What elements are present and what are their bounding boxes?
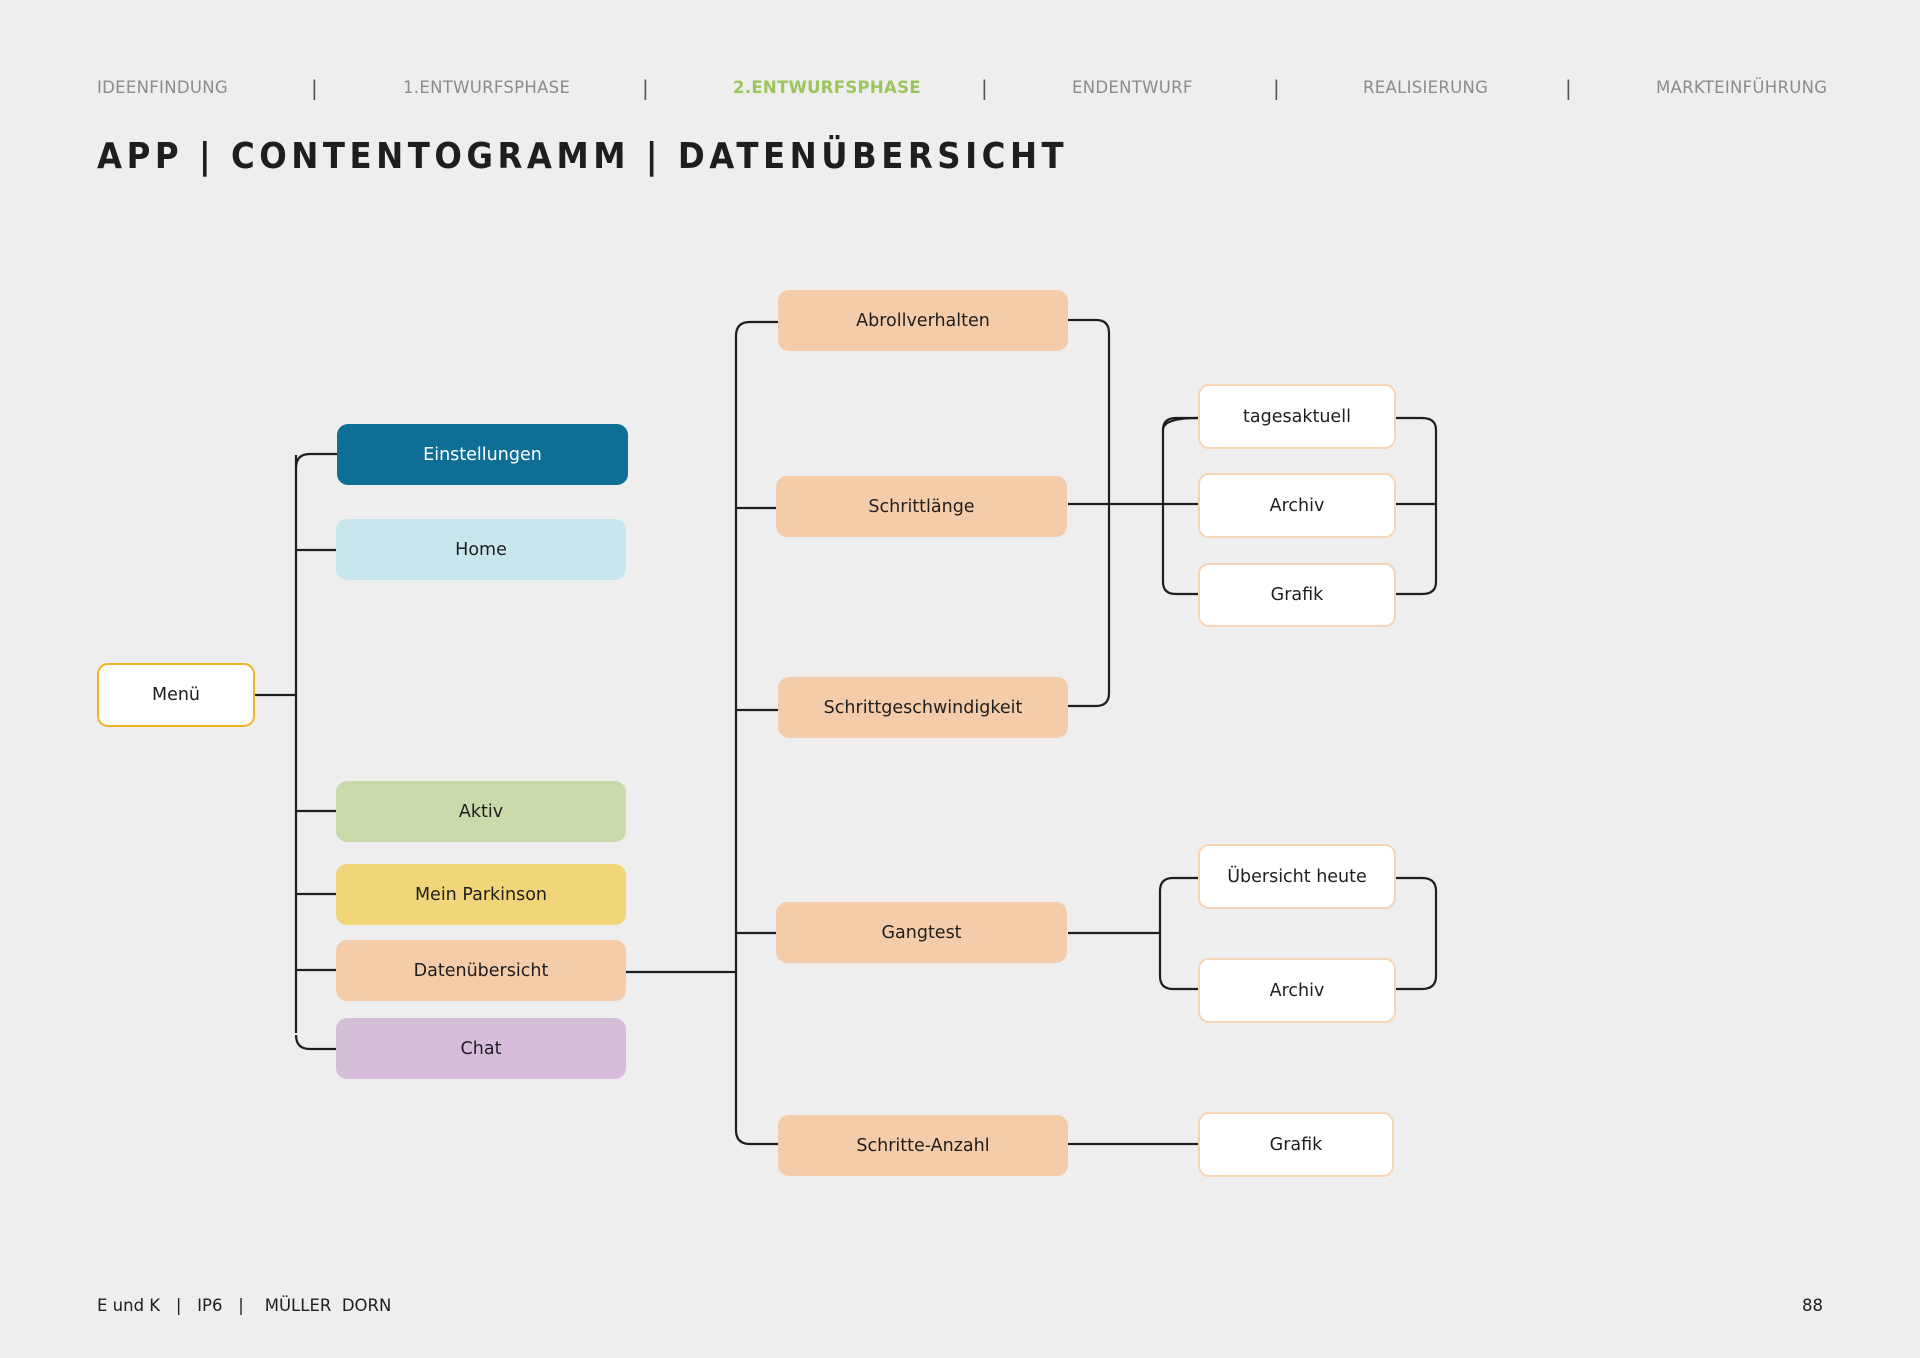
- nav-separator: |: [1565, 76, 1572, 100]
- node-menu[interactable]: Menü: [97, 663, 255, 727]
- connector-views-2-bracket: [1158, 876, 1199, 991]
- node-aktiv[interactable]: Aktiv: [336, 781, 626, 842]
- connector-abroll-out: [1068, 318, 1111, 708]
- nav-separator: |: [311, 76, 318, 100]
- footer-credits: E und K | IP6 | MÜLLER DORN: [97, 1296, 392, 1315]
- connector-tagesaktuell: [1161, 416, 1199, 431]
- connector-views-1-right: [1395, 416, 1438, 596]
- nav-item-ideenfindung[interactable]: IDEENFINDUNG: [97, 78, 228, 97]
- node-home[interactable]: Home: [336, 519, 626, 580]
- nav-item-markteinfuehrung[interactable]: MARKTEINFÜHRUNG: [1656, 78, 1828, 97]
- connector-chat: [294, 1034, 336, 1051]
- node-abrollverhalten[interactable]: Abrollverhalten: [778, 290, 1068, 351]
- node-schrittlaenge[interactable]: Schrittlänge: [776, 476, 1067, 537]
- page-number: 88: [1802, 1296, 1823, 1315]
- connector-views-1-bracket: [1161, 416, 1199, 596]
- node-chat[interactable]: Chat: [336, 1018, 626, 1079]
- connector-einstellungen: [294, 452, 337, 469]
- nav-item-endentwurf[interactable]: ENDENTWURF: [1072, 78, 1193, 97]
- phase-navigation: IDEENFINDUNG | 1.ENTWURFSPHASE | 2.ENTWU…: [97, 76, 1827, 100]
- node-tagesaktuell[interactable]: tagesaktuell: [1198, 384, 1396, 449]
- page-title: APP | CONTENTOGRAMM | DATENÜBERSICHT: [97, 136, 1069, 177]
- node-datenuebersicht[interactable]: Datenübersicht: [336, 940, 626, 1001]
- nav-separator: |: [1273, 76, 1280, 100]
- connector-schritte-anzahl: [734, 1129, 778, 1146]
- node-mein-parkinson[interactable]: Mein Parkinson: [336, 864, 626, 925]
- node-schritte-anzahl[interactable]: Schritte-Anzahl: [778, 1115, 1068, 1176]
- node-archiv-gangtest[interactable]: Archiv: [1198, 958, 1396, 1023]
- node-archiv-schrittlaenge[interactable]: Archiv: [1198, 473, 1396, 538]
- nav-item-entwurfsphase-2[interactable]: 2.ENTWURFSPHASE: [733, 78, 921, 97]
- node-schrittgeschwindigkeit[interactable]: Schrittgeschwindigkeit: [778, 677, 1068, 738]
- connector-views-2-right: [1395, 876, 1438, 991]
- connector-abrollverhalten: [734, 320, 778, 337]
- node-grafik-schrittlaenge[interactable]: Grafik: [1198, 563, 1396, 627]
- nav-item-entwurfsphase-1[interactable]: 1.ENTWURFSPHASE: [403, 78, 571, 97]
- nav-separator: |: [981, 76, 988, 100]
- node-grafik-schritte[interactable]: Grafik: [1198, 1112, 1394, 1177]
- node-uebersicht-heute[interactable]: Übersicht heute: [1198, 844, 1396, 909]
- node-gangtest[interactable]: Gangtest: [776, 902, 1067, 963]
- nav-separator: |: [642, 76, 649, 100]
- nav-item-realisierung[interactable]: REALISIERUNG: [1363, 78, 1489, 97]
- node-einstellungen[interactable]: Einstellungen: [337, 424, 628, 485]
